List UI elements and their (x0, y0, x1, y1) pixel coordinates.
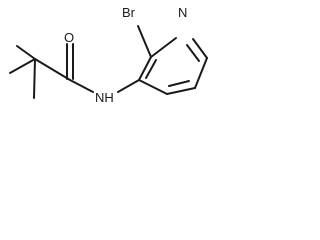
bond-amide-n-ring (117, 79, 140, 93)
bond-ring-n1-c6-inner (186, 44, 200, 62)
bond-methyl-left (9, 58, 36, 74)
atom-label-carbonyl-oxygen: O (64, 30, 74, 45)
atom-label-amide-nitrogen: NH (95, 90, 114, 105)
bond-carbonyl-amide-n (69, 79, 94, 93)
bond-ring-c5-c4-inner (168, 80, 190, 87)
bond-ring-c3-c2 (138, 56, 152, 81)
bond-quaternary-carbonyl (34, 58, 71, 81)
bond-ring-bromine (137, 25, 152, 58)
bond-ring-c6-c5 (194, 57, 208, 89)
bond-methyl-top (16, 45, 36, 60)
bond-methyl-bottom (33, 58, 36, 99)
bond-ring-c5-c4 (166, 87, 196, 95)
bond-ring-c2-c2-inner (145, 59, 157, 79)
bond-ring-c4-c3 (138, 79, 168, 95)
atom-label-ring-nitrogen: N (178, 5, 187, 20)
bond-ring-c2-n1 (150, 37, 177, 58)
bond-ring-n1-c6 (192, 38, 208, 59)
chemical-structure-diagram: Br N O NH (9, 5, 208, 105)
atom-label-bromine: Br (122, 5, 136, 20)
